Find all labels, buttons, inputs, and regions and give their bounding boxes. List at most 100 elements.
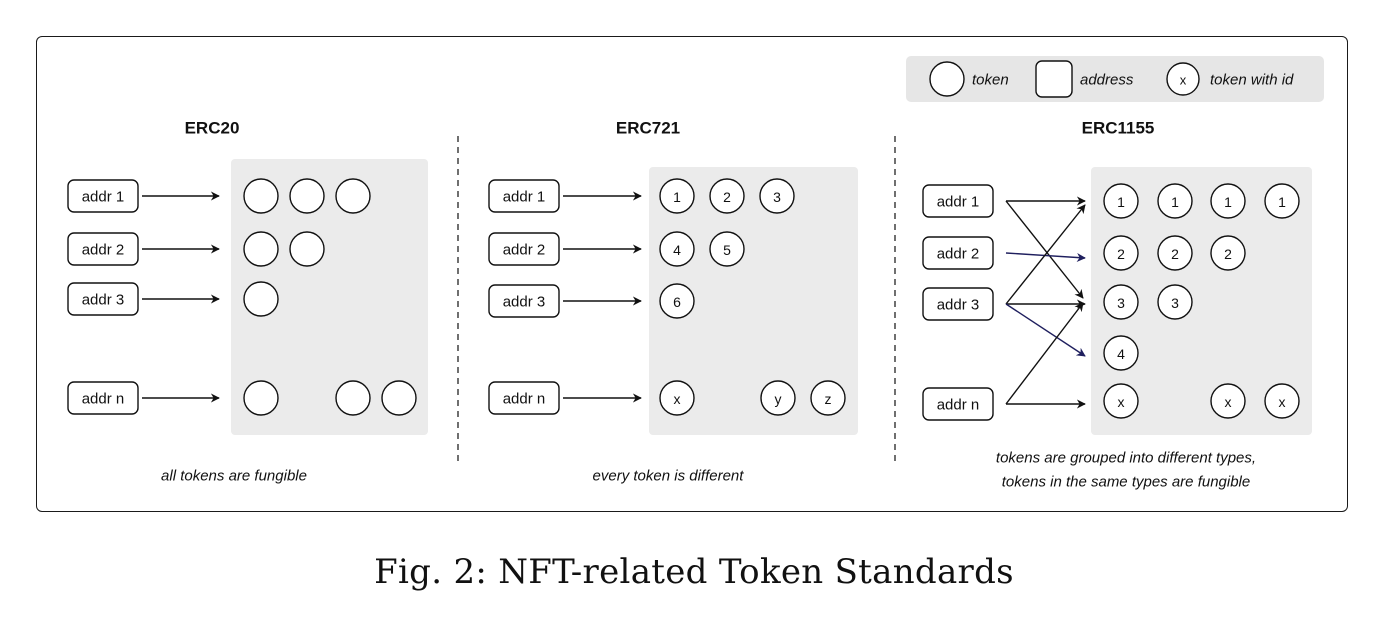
erc1155-token-label: 1 xyxy=(1171,194,1179,210)
erc721-token xyxy=(810,380,846,416)
erc20-token xyxy=(289,231,325,267)
erc1155-token xyxy=(1264,383,1300,419)
erc20-token xyxy=(335,380,371,416)
erc1155-address-box-label: addr 2 xyxy=(937,246,980,263)
erc1155-address-box-label: addr n xyxy=(937,397,980,414)
erc1155-arrow xyxy=(1005,200,1084,299)
erc721-token-label: 5 xyxy=(723,242,731,258)
erc1155-token-label: 3 xyxy=(1117,295,1125,311)
erc721-address-box xyxy=(488,179,560,213)
legend-token-with-id-icon xyxy=(1166,62,1200,96)
erc721-token xyxy=(659,178,695,214)
erc721-note: every token is different xyxy=(593,468,745,485)
erc721-token-area xyxy=(649,167,858,435)
erc20-address-box-label: addr 2 xyxy=(82,242,125,259)
erc721-token-label: 1 xyxy=(673,189,681,205)
erc1155-address-box xyxy=(922,287,994,321)
erc721-token-label: 6 xyxy=(673,294,681,310)
erc721-token xyxy=(759,178,795,214)
erc1155-note: tokens are grouped into different types, xyxy=(996,450,1256,467)
erc721-address-box-label: addr 3 xyxy=(503,294,546,311)
erc1155-title: ERC1155 xyxy=(1082,119,1155,138)
erc1155-address-box-label: addr 3 xyxy=(937,297,980,314)
figure-frame xyxy=(36,36,1348,512)
erc1155-address-box-label: addr 1 xyxy=(937,194,980,211)
erc1155-arrow xyxy=(1005,303,1086,357)
erc1155-token-label: 1 xyxy=(1224,194,1232,210)
erc1155-address-box xyxy=(922,184,994,218)
erc1155-token-label: 4 xyxy=(1117,346,1125,362)
erc1155-token xyxy=(1157,284,1193,320)
erc721-token-label: 2 xyxy=(723,189,731,205)
erc721-token-label: z xyxy=(825,391,832,407)
legend-address-label: address xyxy=(1080,72,1134,89)
erc1155-token xyxy=(1103,335,1139,371)
erc1155-token xyxy=(1157,235,1193,271)
legend-box xyxy=(906,56,1324,102)
erc721-token xyxy=(659,283,695,319)
erc1155-token xyxy=(1210,383,1246,419)
erc721-token-label: 3 xyxy=(773,189,781,205)
erc1155-address-box xyxy=(922,236,994,270)
erc20-token xyxy=(243,231,279,267)
erc20-address-box-label: addr n xyxy=(82,391,125,408)
erc20-token xyxy=(243,281,279,317)
erc721-token xyxy=(760,380,796,416)
erc721-address-box-label: addr 2 xyxy=(503,242,546,259)
legend-token-with-id-glyph: x xyxy=(1180,73,1187,88)
erc1155-token-label: x xyxy=(1279,394,1286,410)
erc1155-token xyxy=(1103,284,1139,320)
erc20-token xyxy=(243,380,279,416)
erc721-token-label: y xyxy=(775,391,782,407)
erc1155-token-area xyxy=(1091,167,1312,435)
erc1155-token-label: 2 xyxy=(1171,246,1179,262)
erc1155-token xyxy=(1264,183,1300,219)
erc1155-token xyxy=(1157,183,1193,219)
erc1155-token-label: 3 xyxy=(1171,295,1179,311)
erc20-note: all tokens are fungible xyxy=(161,468,307,485)
erc1155-address-box xyxy=(922,387,994,421)
erc721-address-box xyxy=(488,284,560,318)
erc721-token xyxy=(709,231,745,267)
erc20-token xyxy=(335,178,371,214)
erc1155-token-label: 2 xyxy=(1117,246,1125,262)
erc20-token xyxy=(381,380,417,416)
erc1155-token-label: 1 xyxy=(1278,194,1286,210)
legend-token-label: token xyxy=(972,72,1009,89)
erc721-address-box xyxy=(488,381,560,415)
erc20-address-box xyxy=(67,381,139,415)
legend-address-icon xyxy=(1035,60,1073,98)
erc721-token xyxy=(659,380,695,416)
erc721-address-box-label: addr 1 xyxy=(503,189,546,206)
figure-caption: Fig. 2: NFT-related Token Standards xyxy=(374,552,1014,592)
erc20-token-area xyxy=(231,159,428,435)
erc1155-arrow xyxy=(1005,302,1084,405)
erc721-address-box xyxy=(488,232,560,266)
erc20-address-box xyxy=(67,282,139,316)
erc20-address-box xyxy=(67,232,139,266)
erc721-address-box-label: addr n xyxy=(503,391,546,408)
erc1155-note: tokens in the same types are fungible xyxy=(1002,474,1250,491)
erc1155-token-label: 1 xyxy=(1117,194,1125,210)
erc20-title: ERC20 xyxy=(185,119,240,138)
legend-token-icon xyxy=(929,61,965,97)
legend-token-with-id-label: token with id xyxy=(1210,72,1294,89)
erc20-address-box-label: addr 3 xyxy=(82,292,125,309)
erc1155-token xyxy=(1103,235,1139,271)
erc721-token xyxy=(659,231,695,267)
erc1155-token-label: x xyxy=(1118,394,1125,410)
erc1155-token-label: x xyxy=(1225,394,1232,410)
erc1155-token-label: 2 xyxy=(1224,246,1232,262)
erc721-token-label: 4 xyxy=(673,242,681,258)
erc20-token xyxy=(289,178,325,214)
erc20-address-box-label: addr 1 xyxy=(82,189,125,206)
erc721-token-label: x xyxy=(674,391,681,407)
erc721-title: ERC721 xyxy=(616,119,680,138)
erc1155-token xyxy=(1103,183,1139,219)
erc20-address-box xyxy=(67,179,139,213)
erc1155-token xyxy=(1210,235,1246,271)
erc1155-token xyxy=(1210,183,1246,219)
erc20-token xyxy=(243,178,279,214)
erc1155-token xyxy=(1103,383,1139,419)
